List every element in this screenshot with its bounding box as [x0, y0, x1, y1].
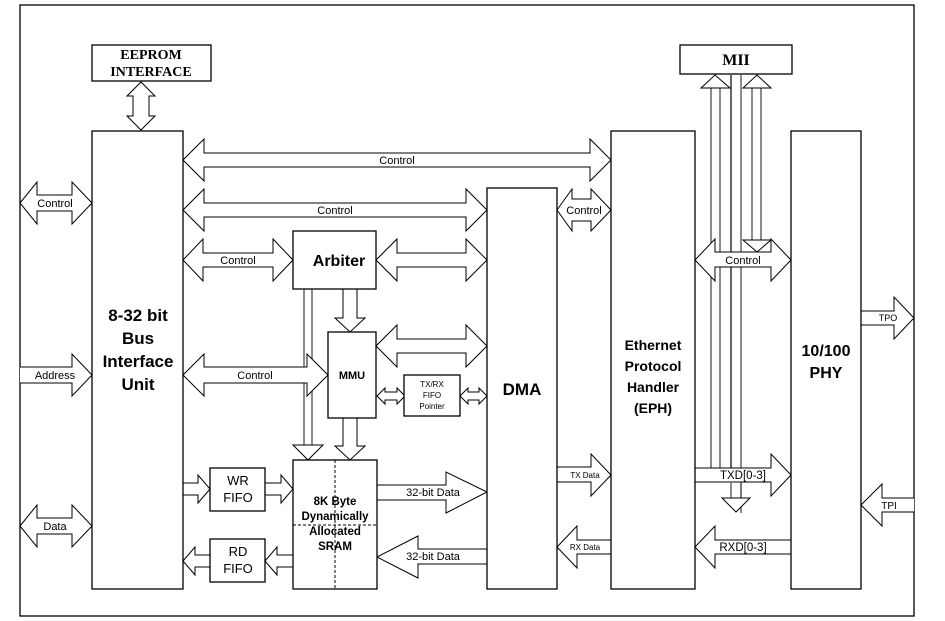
ext-address-label: Address	[35, 370, 76, 382]
mii-label: MII	[722, 52, 750, 69]
biu-wrfifo-arrow	[182, 473, 211, 505]
biu-label-3: Interface	[103, 352, 174, 371]
dma-block	[486, 187, 558, 590]
tx-data-arrow	[556, 452, 612, 498]
mii-block	[679, 44, 793, 75]
tpo-arrow	[860, 295, 915, 341]
mmu-dma-arrow	[375, 323, 488, 369]
biu-label-4: Unit	[121, 375, 154, 394]
sram-label-1: 8K Byte	[314, 496, 357, 508]
ext-control-label: Control	[37, 198, 72, 210]
ext-data-label: Data	[43, 521, 67, 533]
eeprom-label-1: EEPROM	[120, 48, 181, 63]
eph-label-3: Handler	[627, 379, 680, 395]
biu-arbiter-control-label: Control	[220, 255, 255, 267]
dma-sram-data-arrow	[375, 535, 488, 579]
arbiter-block	[292, 230, 377, 290]
sram-dma-data-label: 32-bit Data	[406, 487, 461, 499]
mmu-block	[327, 331, 377, 419]
mii-up-arrow-right	[741, 74, 773, 89]
fifo-pointer-label-2: FIFO	[423, 391, 441, 400]
eeprom-label-2: INTERFACE	[110, 65, 191, 80]
biu-eph-control-label: Control	[379, 155, 414, 167]
mmu-label: MMU	[339, 370, 365, 382]
arbiter-mmu-arrow	[333, 288, 367, 333]
tx-data-label: TX Data	[570, 471, 600, 480]
rx-data-label: RX Data	[570, 543, 601, 552]
biu-mmu-control-label: Control	[237, 370, 272, 382]
biu-label-2: Bus	[122, 329, 154, 348]
arbiter-dma-arrow	[375, 237, 488, 283]
rd-fifo-label-2: FIFO	[223, 561, 253, 576]
wr-fifo-label-1: WR	[227, 473, 249, 488]
sram-label-4: SRAM	[318, 541, 352, 553]
eph-phy-control-label: Control	[725, 255, 760, 267]
rxd-label: RXD[0-3]	[719, 542, 766, 554]
rd-fifo-block	[209, 538, 266, 583]
arbiter-sram-arrowhead	[291, 444, 325, 461]
mii-bus-lines	[710, 75, 762, 513]
tpo-label: TPO	[879, 313, 898, 323]
phy-label-2: PHY	[810, 365, 843, 382]
dma-sram-data-label: 32-bit Data	[406, 551, 461, 563]
wrfifo-sram-arrow	[264, 473, 294, 505]
wr-fifo-block	[209, 467, 266, 512]
mmu-fifo-pointer-arrow	[376, 386, 406, 406]
sram-label-2: Dynamically	[301, 511, 369, 523]
sram-partition-lines	[293, 460, 377, 589]
mmu-sram-arrow	[333, 417, 367, 461]
biu-label-1: 8-32 bit	[108, 306, 168, 325]
txd-label: TXD[0-3]	[720, 470, 766, 482]
eph-label-1: Ethernet	[625, 337, 682, 353]
txd-arrow	[694, 452, 792, 498]
dma-eph-control-label: Control	[566, 205, 601, 217]
eph-label-2: Protocol	[625, 358, 682, 374]
dma-label: DMA	[503, 380, 542, 399]
fifo-pointer-dma-arrow	[459, 386, 488, 406]
arbiter-label: Arbiter	[313, 253, 365, 270]
biu-dma-control-label: Control	[317, 205, 352, 217]
eeprom-biu-arrow	[125, 81, 157, 131]
rxd-arrow	[694, 524, 792, 570]
bus-interface-unit-block	[91, 130, 184, 590]
eeprom-interface-block	[91, 44, 212, 82]
rx-data-arrow	[556, 524, 612, 570]
rdfifo-biu-arrow	[182, 545, 211, 577]
rxd-drop-line	[730, 483, 742, 498]
chip-boundary	[19, 4, 915, 617]
phy-block	[790, 130, 862, 590]
fifo-pointer-label-3: Pointer	[419, 402, 445, 411]
sram-rdfifo-arrow	[264, 545, 294, 577]
rxd-down-arrow	[720, 497, 752, 513]
mii-down-arrow	[741, 239, 773, 253]
fifo-pointer-block	[403, 374, 461, 417]
tpi-label: TPI	[881, 501, 897, 512]
eph-label-4: (EPH)	[634, 400, 672, 416]
rd-fifo-label-1: RD	[229, 544, 248, 559]
sram-dma-data-arrow	[376, 471, 489, 514]
mii-up-arrow-left	[699, 74, 732, 89]
phy-label-1: 10/100	[802, 343, 851, 360]
fifo-pointer-label-1: TX/RX	[420, 380, 444, 389]
wr-fifo-label-2: FIFO	[223, 490, 253, 505]
eph-block	[610, 130, 696, 590]
sram-label-3: Allocated	[309, 526, 361, 538]
